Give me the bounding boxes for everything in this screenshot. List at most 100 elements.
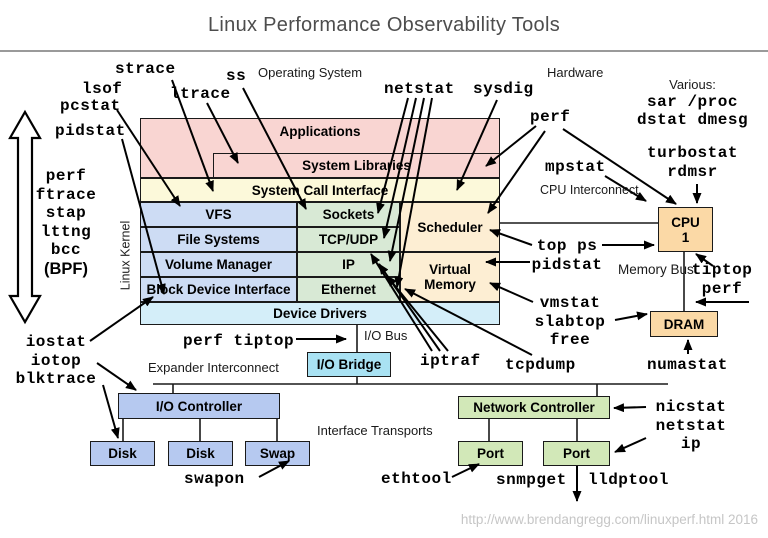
disk2-box: Disk	[168, 441, 233, 466]
disk1-box: Disk	[90, 441, 155, 466]
various-tools-group: Various: sar /proc dstat dmesg	[630, 77, 755, 130]
swap-label: Swap	[259, 446, 296, 461]
block-device-interface-box: Block Device Interface	[140, 277, 297, 302]
tool-slabtop: slabtop	[534, 312, 606, 331]
tool-sar-proc: sar /proc	[647, 92, 738, 111]
tool-perf-right: perf	[701, 279, 743, 298]
system-call-interface-box: System Call Interface	[140, 178, 500, 202]
tool-tcpdump: tcpdump	[505, 356, 576, 374]
ethernet-label: Ethernet	[321, 282, 376, 297]
tool-lldptool: lldptool	[588, 471, 669, 489]
tool-tiptop: tiptop	[691, 261, 753, 279]
virtual-memory-box: Virtual Memory	[400, 252, 500, 302]
vmstat-group: vmstat slabtop free	[520, 294, 620, 350]
hardware-label: Hardware	[547, 65, 604, 80]
top-ps-group: top ps pidstat	[517, 237, 617, 274]
tool-blktrace: blktrace	[15, 370, 97, 388]
nicstat-group: nicstat netstat ip	[645, 398, 737, 454]
tool-ftrace: ftrace	[35, 185, 97, 204]
iostat-group: iostat iotop blktrace	[10, 333, 102, 389]
io-controller-box: I/O Controller	[118, 393, 280, 419]
swap-box: Swap	[245, 441, 310, 466]
tool-perf-stack: perf	[45, 167, 87, 185]
io-controller-label: I/O Controller	[155, 398, 243, 414]
tool-pcstat: pcstat	[60, 97, 121, 115]
io-bridge-label: I/O Bridge	[316, 357, 382, 372]
memory-bus-label: Memory Bus	[618, 262, 694, 277]
volume-manager-label: Volume Manager	[164, 257, 273, 272]
sockets-label: Sockets	[322, 207, 375, 222]
tool-free: free	[549, 331, 591, 349]
tool-sysdig: sysdig	[473, 80, 534, 98]
tool-netstat-right: netstat	[655, 416, 727, 435]
tool-swapon: swapon	[184, 470, 245, 488]
network-controller-label: Network Controller	[473, 400, 595, 415]
cpu-box: CPU 1	[658, 207, 713, 252]
interface-transports-label: Interface Transports	[317, 423, 433, 438]
footer-url: http://www.brendangregg.com/linuxperf.ht…	[460, 512, 758, 527]
tool-lttng: lttng	[40, 222, 92, 241]
port1-label: Port	[477, 446, 504, 461]
vfs-label: VFS	[205, 207, 232, 222]
disk2-label: Disk	[186, 446, 215, 461]
tool-iostat: iostat	[25, 333, 87, 351]
scheduler-box: Scheduler	[400, 202, 500, 252]
tool-bpf: (BPF)	[44, 259, 88, 278]
tracers-group: perf ftrace stap lttng bcc (BPF)	[14, 167, 118, 279]
tool-nicstat: nicstat	[655, 398, 727, 416]
tool-iotop: iotop	[30, 351, 82, 370]
tool-perf-tiptop: perf tiptop	[183, 332, 295, 350]
tool-mpstat: mpstat	[545, 158, 606, 176]
scheduler-label: Scheduler	[417, 219, 483, 235]
cpu-interconnect-label: CPU Interconnect	[540, 183, 639, 197]
port2-label: Port	[563, 446, 590, 461]
block-device-interface-label: Block Device Interface	[146, 282, 291, 297]
tiptop-group: tiptop perf	[688, 261, 756, 298]
tool-ethtool: ethtool	[381, 470, 452, 488]
tool-numastat: numastat	[647, 356, 728, 374]
cpu-number-label: 1	[681, 229, 690, 245]
tool-snmpget: snmpget	[496, 471, 567, 489]
expander-interconnect-label: Expander Interconnect	[148, 360, 279, 375]
tool-stap: stap	[45, 204, 87, 222]
tracing-range-double-arrow	[8, 109, 42, 325]
network-controller-box: Network Controller	[458, 396, 610, 419]
dram-box: DRAM	[650, 311, 718, 337]
page-title: Linux Performance Observability Tools	[208, 14, 560, 36]
system-call-interface-label: System Call Interface	[251, 182, 389, 198]
io-bridge-box: I/O Bridge	[307, 352, 391, 377]
bus-lines	[122, 222, 685, 441]
io-bus-label: I/O Bus	[364, 328, 408, 343]
tcp-udp-box: TCP/UDP	[297, 227, 400, 252]
tool-iptraf: iptraf	[420, 352, 481, 370]
tcp-udp-label: TCP/UDP	[318, 232, 379, 247]
system-libraries-label: System Libraries	[302, 158, 411, 173]
port2-box: Port	[543, 441, 610, 466]
tool-pidstat-right: pidstat	[531, 255, 603, 274]
tool-arrows	[89, 79, 749, 502]
tool-netstat-top: netstat	[384, 80, 455, 98]
various-label: Various:	[669, 77, 716, 92]
applications-label: Applications	[279, 124, 361, 139]
vfs-box: VFS	[140, 202, 297, 227]
tool-turbostat: turbostat	[647, 144, 738, 162]
file-systems-label: File Systems	[177, 232, 260, 247]
virtual-memory-label: Virtual Memory	[424, 262, 476, 292]
ethernet-box: Ethernet	[297, 277, 400, 302]
volume-manager-box: Volume Manager	[140, 252, 297, 277]
tool-ip: ip	[680, 435, 702, 453]
tool-dstat-dmesg: dstat dmesg	[636, 111, 749, 129]
disk1-label: Disk	[108, 446, 137, 461]
system-libraries-box: System Libraries	[213, 153, 500, 178]
tool-lsof: lsof	[82, 80, 123, 98]
tool-vmstat: vmstat	[539, 294, 601, 312]
tool-bcc: bcc	[50, 241, 82, 259]
tool-ltrace: ltrace	[170, 85, 231, 103]
tool-strace: strace	[115, 60, 176, 78]
port1-box: Port	[458, 441, 523, 466]
title-rule	[0, 50, 768, 52]
tool-pidstat-top: pidstat	[55, 122, 126, 140]
tool-rdmsr: rdmsr	[667, 162, 718, 181]
cpu-label: CPU	[671, 214, 700, 230]
